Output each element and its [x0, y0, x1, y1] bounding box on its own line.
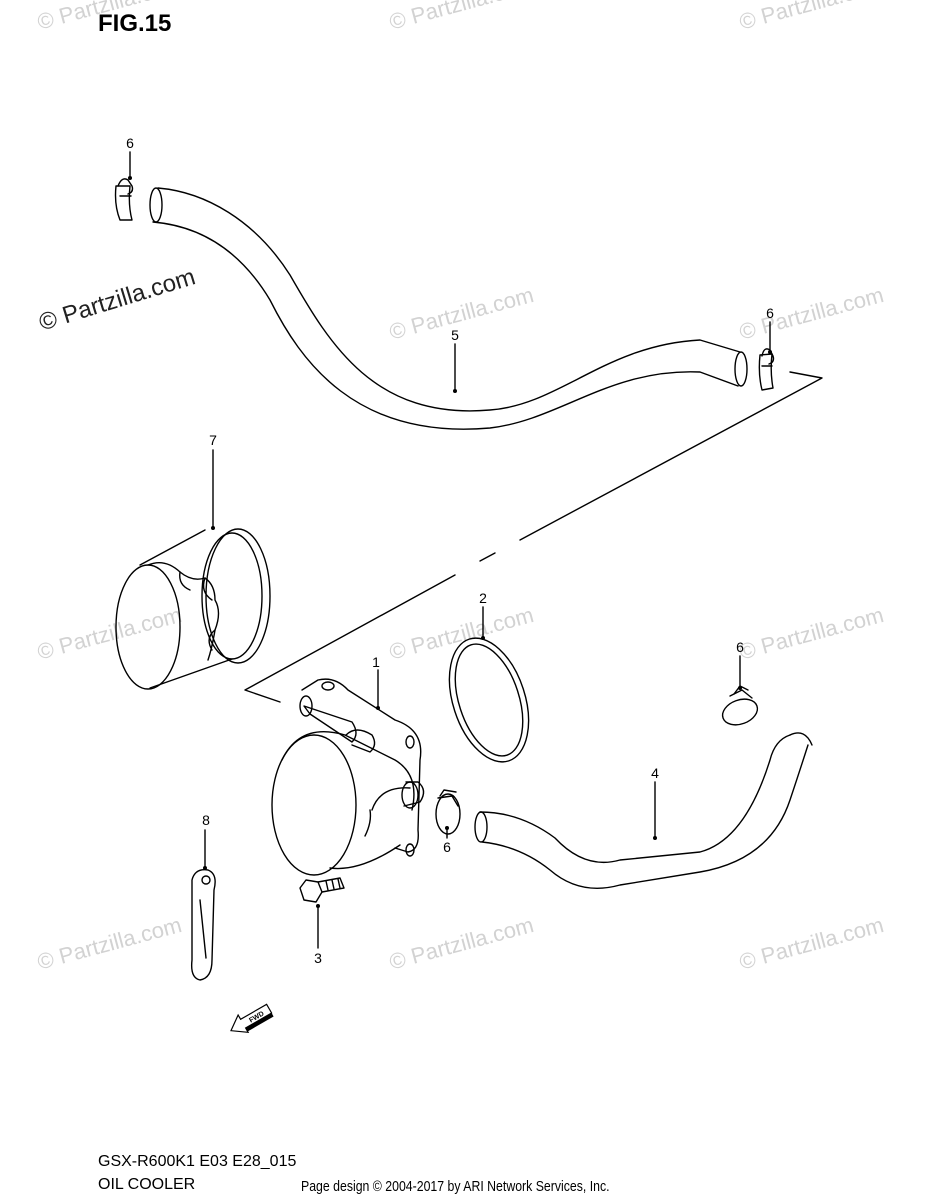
- callout-8[interactable]: 8: [202, 812, 210, 828]
- callout-2[interactable]: 2: [479, 590, 487, 606]
- callout-6[interactable]: 6: [736, 639, 744, 655]
- hose-clamp-top-left[interactable]: [114, 178, 134, 221]
- oil-filter[interactable]: [115, 528, 271, 690]
- callout-6[interactable]: 6: [126, 135, 134, 151]
- mounting-bracket[interactable]: [190, 869, 216, 981]
- callout-6[interactable]: 6: [766, 305, 774, 321]
- oil-hose-lower[interactable]: [474, 732, 813, 889]
- figure-title: FIG.15: [98, 10, 172, 37]
- callout-1[interactable]: 1: [372, 654, 380, 670]
- callout-dots: [128, 176, 772, 908]
- page-credit: Page design © 2004-2017 by ARI Network S…: [301, 1178, 610, 1195]
- alignment-line: [244, 371, 823, 703]
- callout-7[interactable]: 7: [209, 432, 217, 448]
- hose-clamp-top-right[interactable]: [758, 348, 775, 391]
- callout-4[interactable]: 4: [651, 765, 659, 781]
- fwd-arrow-icon: FWD: [230, 1003, 274, 1034]
- callout-5[interactable]: 5: [451, 327, 459, 343]
- oil-hose-upper[interactable]: [149, 187, 748, 430]
- o-ring-gasket[interactable]: [435, 628, 543, 772]
- hose-clamp-lower-right[interactable]: [719, 685, 761, 729]
- callout-3[interactable]: 3: [314, 950, 322, 966]
- model-code: GSX-R600K1 E03 E28_015: [98, 1153, 297, 1170]
- mounting-bolt[interactable]: [299, 877, 345, 903]
- callout-6[interactable]: 6: [443, 839, 451, 855]
- section-name: OIL COOLER: [98, 1176, 196, 1193]
- hose-clamp-lower-left[interactable]: [435, 789, 461, 835]
- oil-cooler-body[interactable]: [271, 678, 425, 876]
